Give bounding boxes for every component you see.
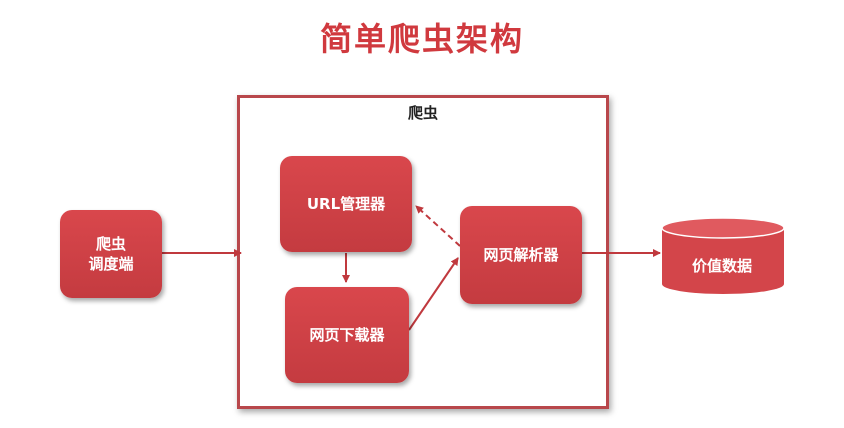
parser-label: 网页解析器 — [483, 245, 559, 264]
scheduler-node: 爬虫 调度端 — [60, 210, 162, 298]
page-title: 简单爬虫架构 — [319, 20, 524, 58]
url-manager-node: URL管理器 — [280, 156, 412, 252]
scheduler-line1: 爬虫 — [95, 234, 126, 253]
database-cylinder-icon — [661, 217, 785, 294]
arrow-parser-to-urlmanager — [415, 205, 461, 247]
parser-node: 网页解析器 — [460, 206, 582, 304]
downloader-label: 网页下载器 — [309, 325, 385, 344]
crawler-container-label: 爬虫 — [407, 104, 438, 122]
scheduler-line2: 调度端 — [88, 255, 134, 273]
url-manager-label: URL管理器 — [306, 194, 386, 213]
downloader-node: 网页下载器 — [285, 287, 409, 383]
value-data-label: 价值数据 — [691, 257, 752, 275]
arrow-downloader-to-parser — [408, 257, 459, 331]
